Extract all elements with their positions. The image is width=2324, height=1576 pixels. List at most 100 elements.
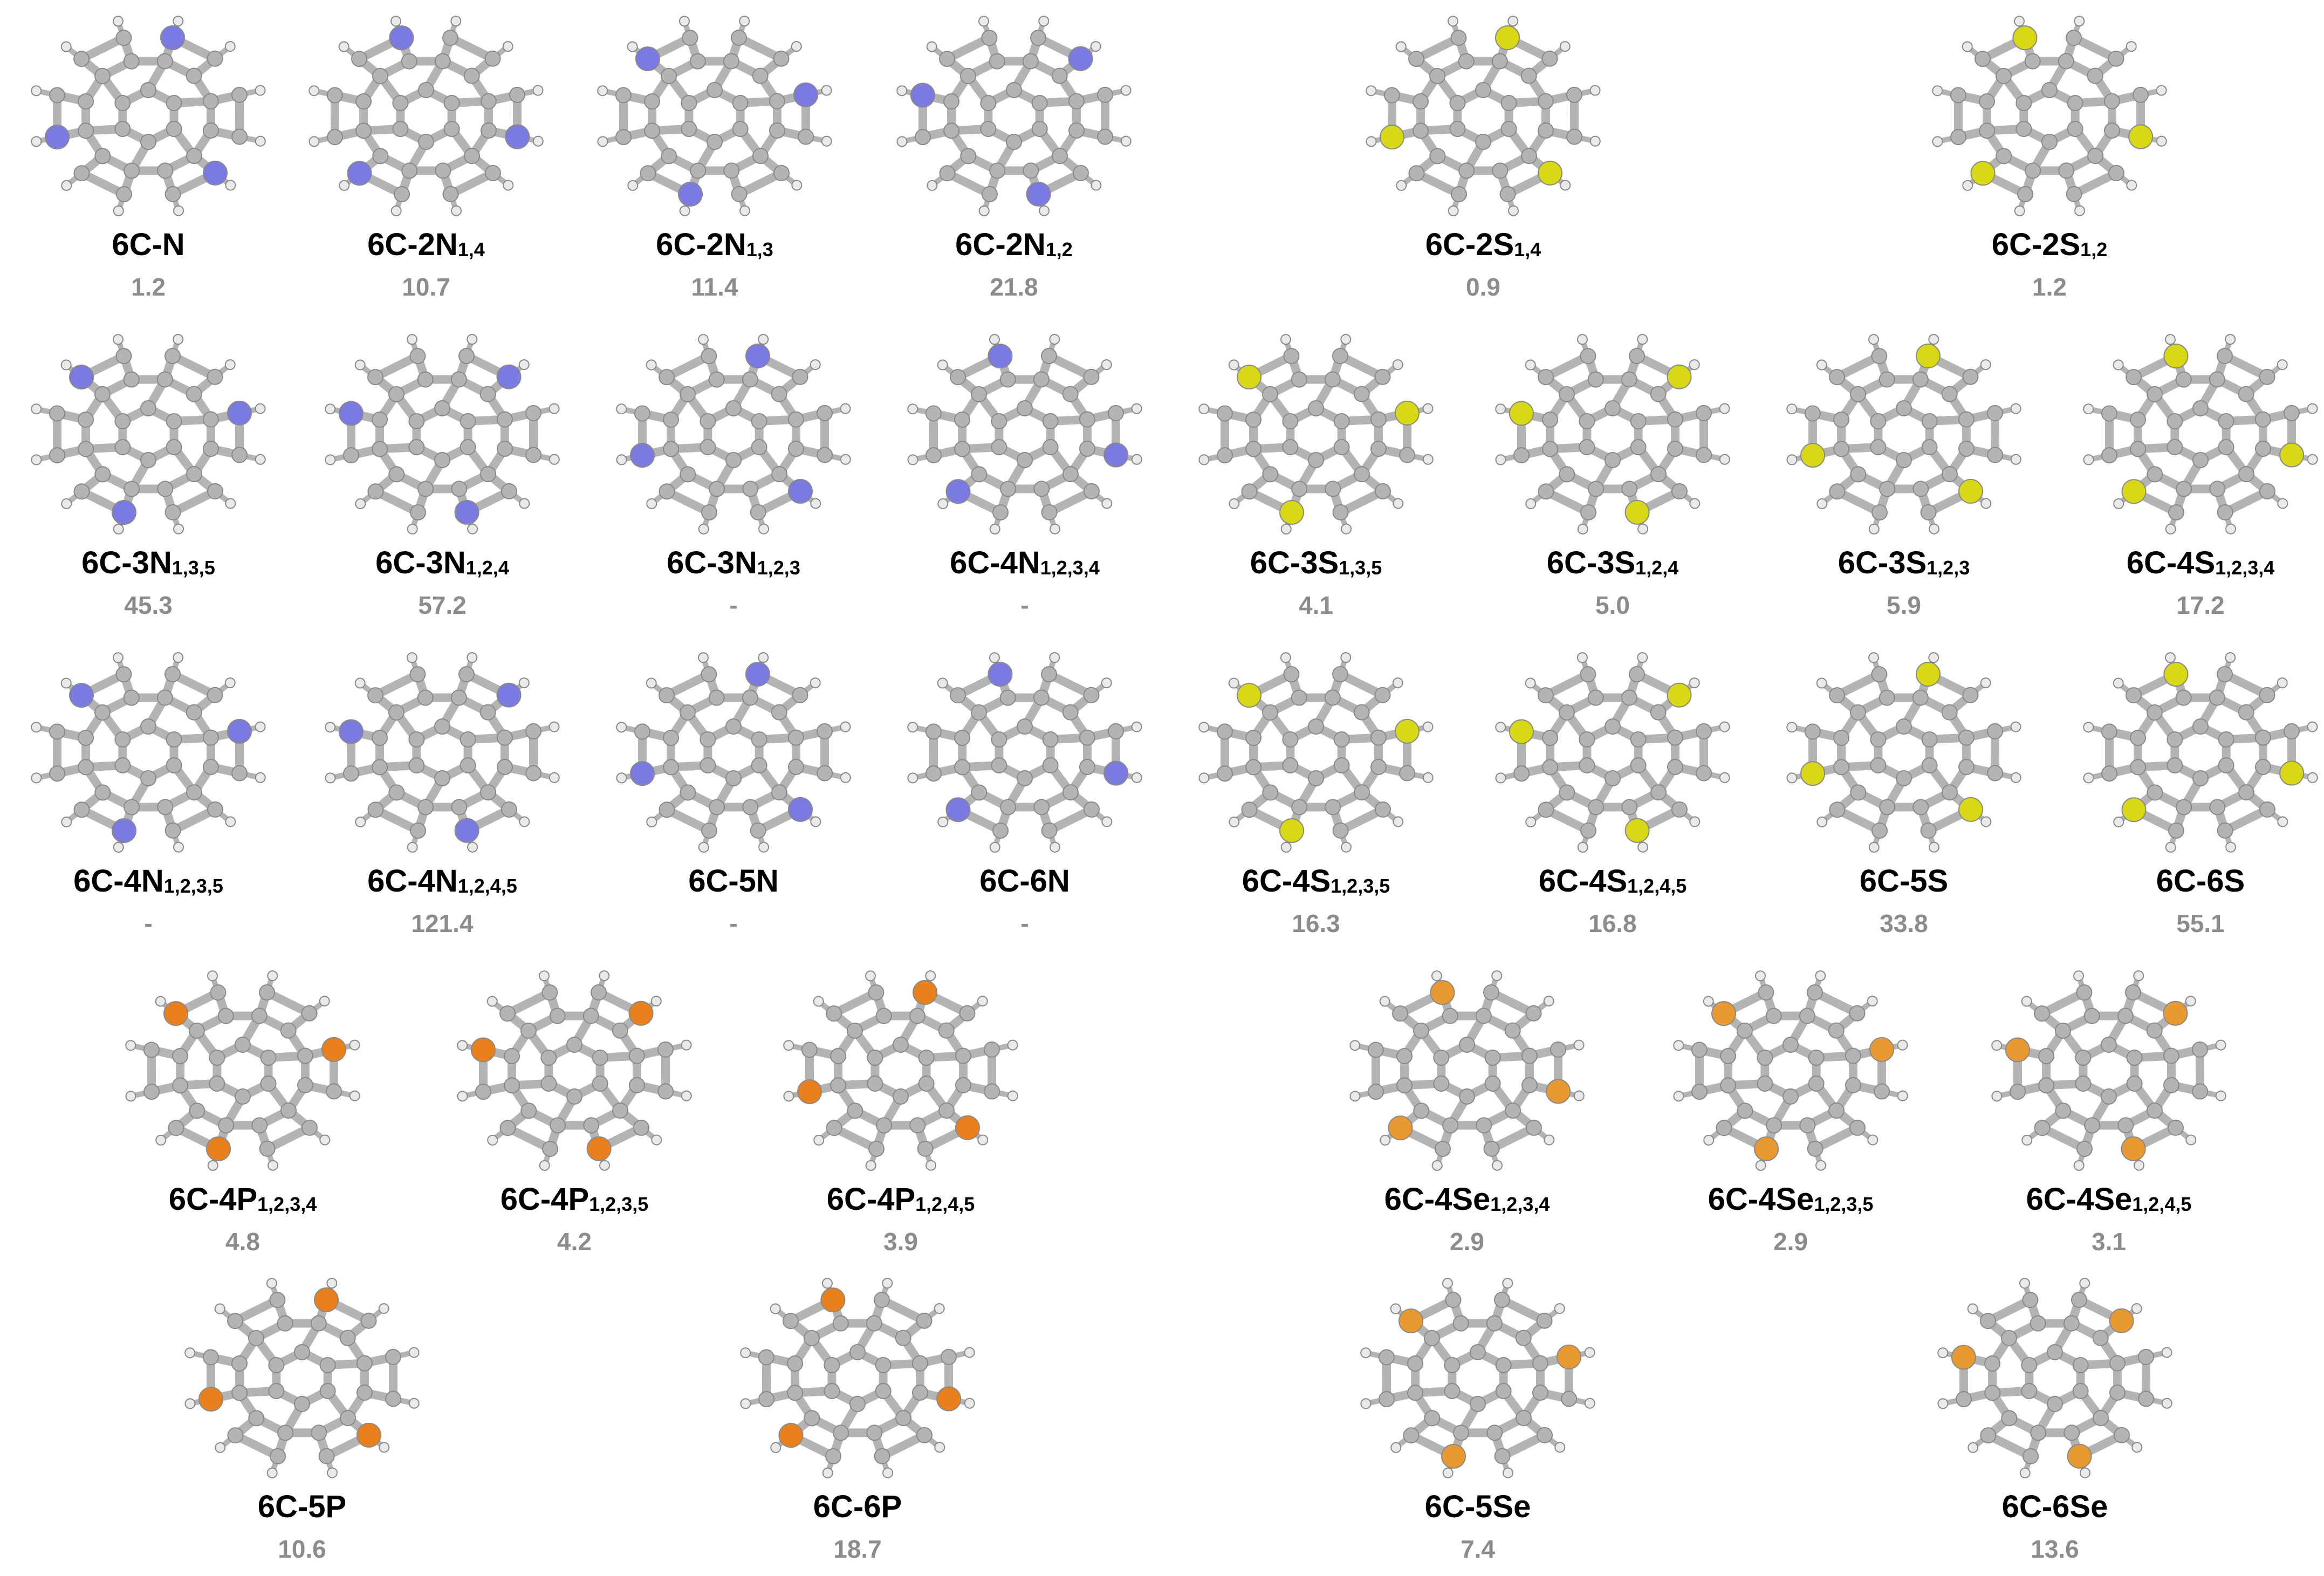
molecule-label-subscript: 1,2,3 xyxy=(1927,557,1970,579)
molecule-structure xyxy=(125,970,360,1171)
molecule-cell: 6C-5P 10.6 xyxy=(167,1273,437,1575)
molecule-label-base: 6C-4N xyxy=(950,545,1040,580)
molecule-label-base: 6C-5Se xyxy=(1424,1489,1531,1524)
molecule-label-subscript: 1,2,4,5 xyxy=(2132,1193,2192,1215)
molecule-label-base: 6C-4P xyxy=(826,1182,916,1217)
molecule-cell: 6C-4N1,2,3,5- xyxy=(13,647,283,949)
molecule-value: - xyxy=(729,591,738,619)
molecule-structure xyxy=(1198,652,1434,853)
molecule-structure xyxy=(457,970,692,1171)
molecule-label-base: 6C-6S xyxy=(2156,864,2245,899)
molecule-structure xyxy=(1198,334,1434,535)
molecule-structure xyxy=(1786,652,2021,853)
molecule-cell: 6C-5N - xyxy=(599,647,868,949)
molecule-value: 18.7 xyxy=(833,1535,882,1563)
molecule-value: 4.1 xyxy=(1299,591,1333,619)
molecule-label: 6C-4P1,2,3,4 xyxy=(81,1181,405,1217)
molecule-label-subscript: 1,3,5 xyxy=(1339,557,1382,579)
molecule-label-base: 6C-4Se xyxy=(1708,1182,1814,1217)
molecule-structure xyxy=(325,652,560,853)
molecule-label: 6C-3S1,2,3 xyxy=(1742,545,2066,581)
molecule-structure xyxy=(907,652,1142,853)
molecule-label-subscript: 1,2,3,5 xyxy=(589,1193,649,1215)
molecule-label-base: 6C-4S xyxy=(1538,864,1628,899)
molecule-value: 57.2 xyxy=(418,591,467,619)
molecule-label-base: 6C-4N xyxy=(367,864,458,899)
molecule-label: 6C-4P1,2,3,5 xyxy=(413,1181,736,1217)
molecule-label-subscript: 1,3 xyxy=(746,238,773,261)
molecule-label: 6C-4P1,2,4,5 xyxy=(739,1181,1062,1217)
molecule-label-subscript: 1,2,3,5 xyxy=(163,875,223,897)
molecule-structure xyxy=(740,1278,975,1478)
molecule-label: 6C-3S1,3,5 xyxy=(1154,545,1478,581)
molecule-structure xyxy=(1360,1278,1595,1478)
molecule-structure xyxy=(309,16,544,216)
molecule-value: - xyxy=(144,909,153,937)
molecule-structure xyxy=(184,1278,420,1478)
molecule-value: 11.4 xyxy=(691,273,738,301)
molecule-value: 5.9 xyxy=(1887,591,1921,619)
molecule-value: 10.6 xyxy=(278,1535,326,1563)
molecule-structure xyxy=(896,16,1132,216)
molecule-label: 6C-3N1,3,5 xyxy=(0,545,310,581)
molecule-label-base: 6C-3N xyxy=(667,545,757,580)
molecule-label: 6C-2N1,4 xyxy=(264,227,588,263)
molecule-value: 1.2 xyxy=(2032,273,2067,301)
molecule-label: 6C-4S1,2,3,5 xyxy=(1154,863,1478,899)
molecule-label-base: 6C-6N xyxy=(979,864,1070,899)
molecule-label: 6C-3N1,2,4 xyxy=(280,545,604,581)
molecule-value: 10.7 xyxy=(402,273,450,301)
molecule-label-base: 6C-3N xyxy=(81,545,172,580)
molecule-label-base: 6C-5P xyxy=(257,1489,347,1524)
molecule-cell: 6C-3S1,2,3 5.9 xyxy=(1769,329,2039,631)
molecule-label: 6C-6S xyxy=(2039,863,2324,899)
molecule-structure xyxy=(1932,16,2167,216)
molecule-structure xyxy=(1366,16,1601,216)
molecule-structure xyxy=(325,334,560,535)
molecule-label: 6C-2S1,2 xyxy=(1888,227,2211,263)
molecule-label-base: 6C-2N xyxy=(656,227,746,262)
molecule-label-base: 6C-5N xyxy=(688,864,779,899)
molecule-structure xyxy=(31,652,266,853)
molecule-label-base: 6C-N xyxy=(112,227,185,262)
molecule-label: 6C-N xyxy=(0,227,310,263)
molecule-label-base: 6C-2S xyxy=(1425,227,1514,262)
molecule-label: 6C-3S1,2,4 xyxy=(1451,545,1774,581)
molecule-label: 6C-2S1,4 xyxy=(1321,227,1645,263)
molecule-label-subscript: 1,2,4,5 xyxy=(457,875,517,897)
molecule-label-base: 6C-3S xyxy=(1838,545,1927,580)
molecule-value: 4.8 xyxy=(225,1228,260,1256)
molecule-structure xyxy=(616,334,851,535)
molecule-label: 6C-3N1,2,3 xyxy=(572,545,895,581)
molecule-value: 0.9 xyxy=(1466,273,1500,301)
molecule-label: 6C-6P xyxy=(696,1489,1019,1525)
molecule-label: 6C-4Se1,2,3,4 xyxy=(1305,1181,1629,1217)
molecule-label-subscript: 1,2,4 xyxy=(465,557,509,579)
molecule-label-base: 6C-2S xyxy=(1991,227,2081,262)
molecule-value: - xyxy=(729,909,738,937)
molecule-label-subscript: 1,4 xyxy=(457,238,485,261)
molecule-structure xyxy=(616,652,851,853)
molecule-label-base: 6C-4S xyxy=(2126,545,2216,580)
molecule-label: 6C-6N xyxy=(863,863,1187,899)
molecule-label: 6C-2N1,2 xyxy=(852,227,1176,263)
molecule-value: 121.4 xyxy=(411,909,474,937)
molecule-label-base: 6C-6P xyxy=(813,1489,902,1524)
molecule-label-base: 6C-4S xyxy=(1242,864,1331,899)
molecule-label-base: 6C-4Se xyxy=(1384,1182,1491,1217)
